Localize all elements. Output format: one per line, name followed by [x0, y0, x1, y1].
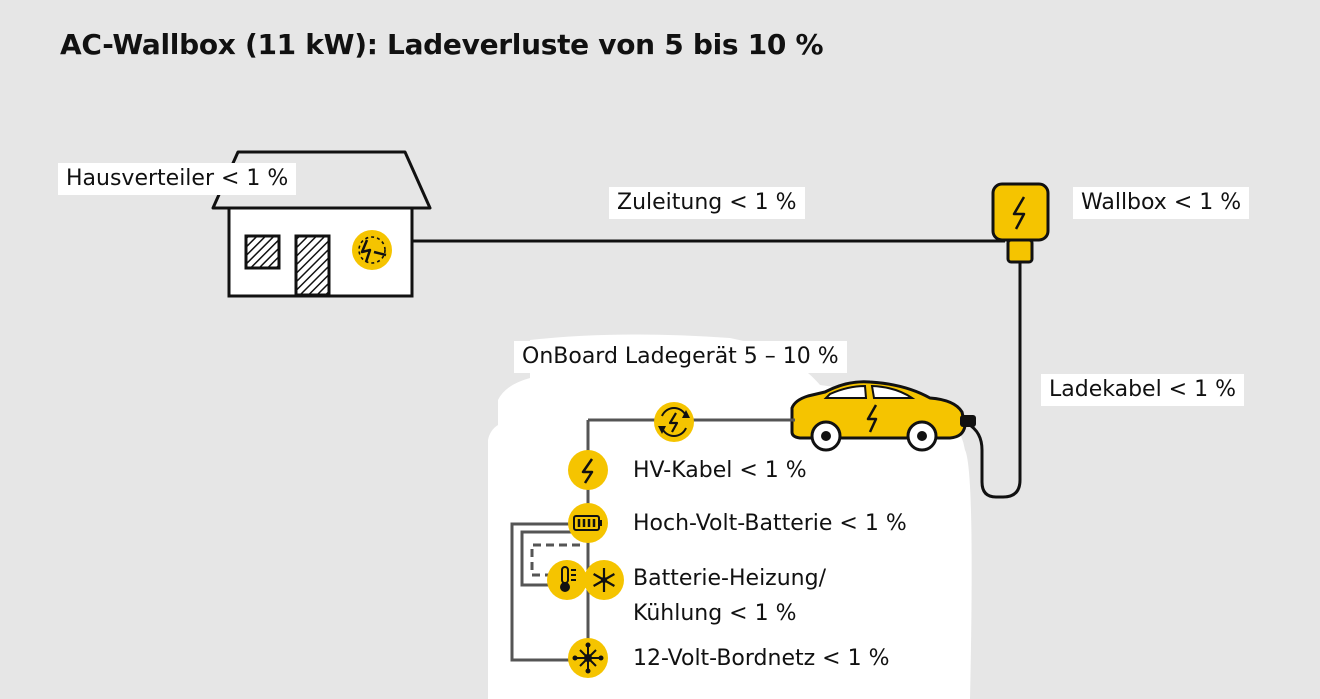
network-icon — [568, 638, 608, 678]
onboard-charger-label: OnBoard Ladegerät 5 – 10 % — [514, 341, 847, 373]
ladekabel-label: Ladekabel < 1 % — [1041, 374, 1244, 406]
battery-icon — [568, 503, 608, 543]
lightning-icon — [568, 450, 608, 490]
wallbox-icon — [991, 182, 1050, 264]
car-icon — [790, 380, 976, 452]
zuleitung-label: Zuleitung < 1 % — [609, 187, 805, 219]
fuse-icon — [352, 230, 392, 270]
heizung-label-line1: Batterie-Heizung/ — [633, 566, 826, 591]
snowflake-icon — [584, 560, 624, 600]
wallbox-label: Wallbox < 1 % — [1073, 187, 1250, 219]
thermometer-icon — [547, 560, 587, 600]
hv-kabel-label: HV-Kabel < 1 % — [633, 458, 807, 483]
ladekabel-line — [967, 262, 1022, 499]
hausverteiler-label: Hausverteiler < 1 % — [58, 163, 297, 195]
hv-batterie-label: Hoch-Volt-Batterie < 1 % — [633, 511, 907, 536]
heizung-label-line2: Kühlung < 1 % — [633, 601, 797, 626]
bordnetz-label: 12-Volt-Bordnetz < 1 % — [633, 646, 890, 671]
charger-icon — [654, 402, 694, 442]
page-title: AC-Wallbox (11 kW): Ladeverluste von 5 b… — [60, 28, 824, 61]
